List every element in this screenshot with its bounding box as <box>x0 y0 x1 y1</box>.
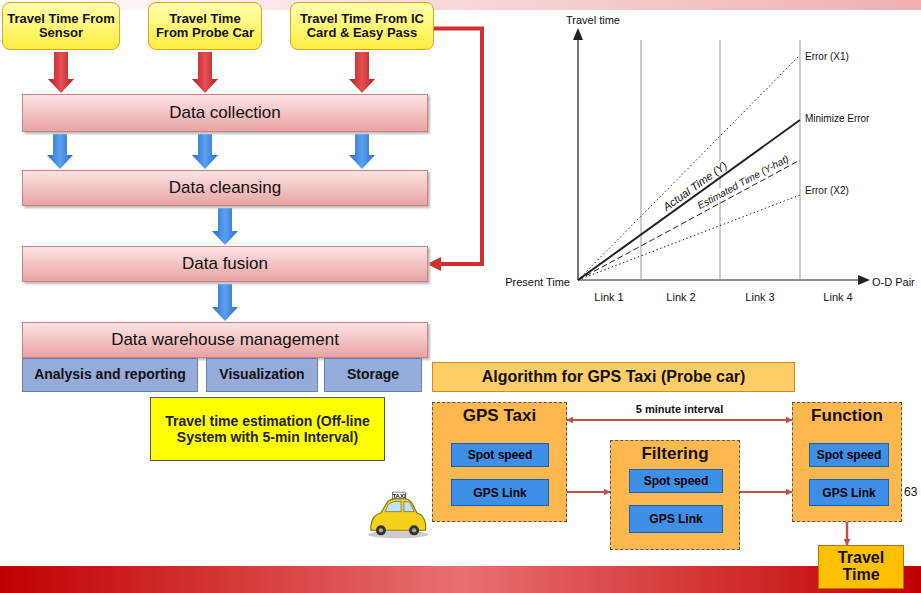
travel-time-chart <box>573 28 870 285</box>
footer-band <box>0 566 921 593</box>
connector <box>740 491 792 493</box>
taxi-illustration <box>368 492 428 538</box>
flow-arrow <box>212 284 238 321</box>
flow-arrow <box>349 134 375 169</box>
function-box: Storage <box>324 358 422 392</box>
stage-box: FilteringSpot speedGPS Link <box>610 440 740 550</box>
node-text: Spot speed <box>644 474 709 488</box>
field-box: Spot speed <box>629 469 723 493</box>
node-text: Travel Time From IC Card & Easy Pass <box>294 12 430 39</box>
node-text: Travel time estimation (Off-line System … <box>157 413 378 445</box>
node-text: Algorithm for GPS Taxi (Probe car) <box>482 368 746 386</box>
node-text: Function <box>793 406 901 426</box>
connector <box>430 28 482 264</box>
node-text: Travel Time From Probe Car <box>152 12 258 39</box>
node-text: Data warehouse management <box>111 330 339 350</box>
flow-arrow <box>192 52 218 93</box>
node-text: Data cleansing <box>169 178 281 198</box>
flow-arrow <box>349 52 375 93</box>
node-text: Data collection <box>169 103 281 123</box>
chart-label: O-D Pair <box>872 276 915 288</box>
title-bar: Algorithm for GPS Taxi (Probe car) <box>432 362 795 392</box>
node-text: Data fusion <box>182 254 268 274</box>
flow-arrow <box>47 134 73 169</box>
node-text: Travel Time <box>819 550 903 584</box>
function-box: Analysis and reporting <box>22 358 198 392</box>
connector <box>567 419 792 421</box>
node-text: Travel Time From Sensor <box>6 12 116 39</box>
field-box: GPS Link <box>809 479 889 506</box>
chart-label: Present Time <box>505 276 570 288</box>
field-box: GPS Link <box>451 479 549 506</box>
process-bar: Data collection <box>22 94 428 132</box>
chart-label: Link 4 <box>823 291 852 303</box>
node-text: Spot speed <box>468 448 533 462</box>
source-box: Travel Time From IC Card & Easy Pass <box>290 2 434 50</box>
chart-label: Travel time <box>566 14 620 26</box>
chart-label: Error (X1) <box>805 51 849 62</box>
chart-label: Minimize Error <box>805 113 869 124</box>
result-box: Travel Time <box>818 545 904 589</box>
flow-arrow <box>212 208 238 245</box>
chart-label: 63 <box>904 485 917 499</box>
field-box: Spot speed <box>809 443 889 467</box>
chart-label: Link 3 <box>745 291 774 303</box>
process-bar: Data cleansing <box>22 170 428 206</box>
chart-label: Actual Time (Y) <box>660 158 730 213</box>
node-text: Storage <box>347 367 399 382</box>
field-box: GPS Link <box>629 505 723 533</box>
node-text: GPS Taxi <box>433 406 566 426</box>
source-box: Travel Time From Probe Car <box>148 2 262 50</box>
node-text: Visualization <box>219 367 304 382</box>
header-band <box>0 0 921 10</box>
node-text: GPS Link <box>649 512 702 526</box>
chart-label: Error (X2) <box>805 185 849 196</box>
stage-box: FunctionSpot speedGPS Link <box>792 402 902 522</box>
node-text: Analysis and reporting <box>34 367 186 382</box>
node-text: GPS Link <box>822 486 875 500</box>
process-bar: Data warehouse management <box>22 322 428 358</box>
chart-label: Link 1 <box>594 291 623 303</box>
source-box: Travel Time From Sensor <box>2 2 120 50</box>
note-box: Travel time estimation (Off-line System … <box>150 397 385 461</box>
function-box: Visualization <box>206 358 318 392</box>
node-text: Spot speed <box>817 448 882 462</box>
connector <box>567 491 610 493</box>
node-text: Filtering <box>611 444 739 464</box>
chart-label: Link 2 <box>666 291 695 303</box>
edge-label: 5 minute interval <box>634 403 725 415</box>
process-bar: Data fusion <box>22 246 428 282</box>
node-text: GPS Link <box>473 486 526 500</box>
field-box: Spot speed <box>451 443 549 467</box>
stage-box: GPS TaxiSpot speedGPS Link <box>432 402 567 522</box>
flow-arrow <box>192 134 218 169</box>
connector <box>846 522 849 545</box>
flow-arrow <box>48 52 74 93</box>
chart-label: TAXI <box>392 493 405 499</box>
